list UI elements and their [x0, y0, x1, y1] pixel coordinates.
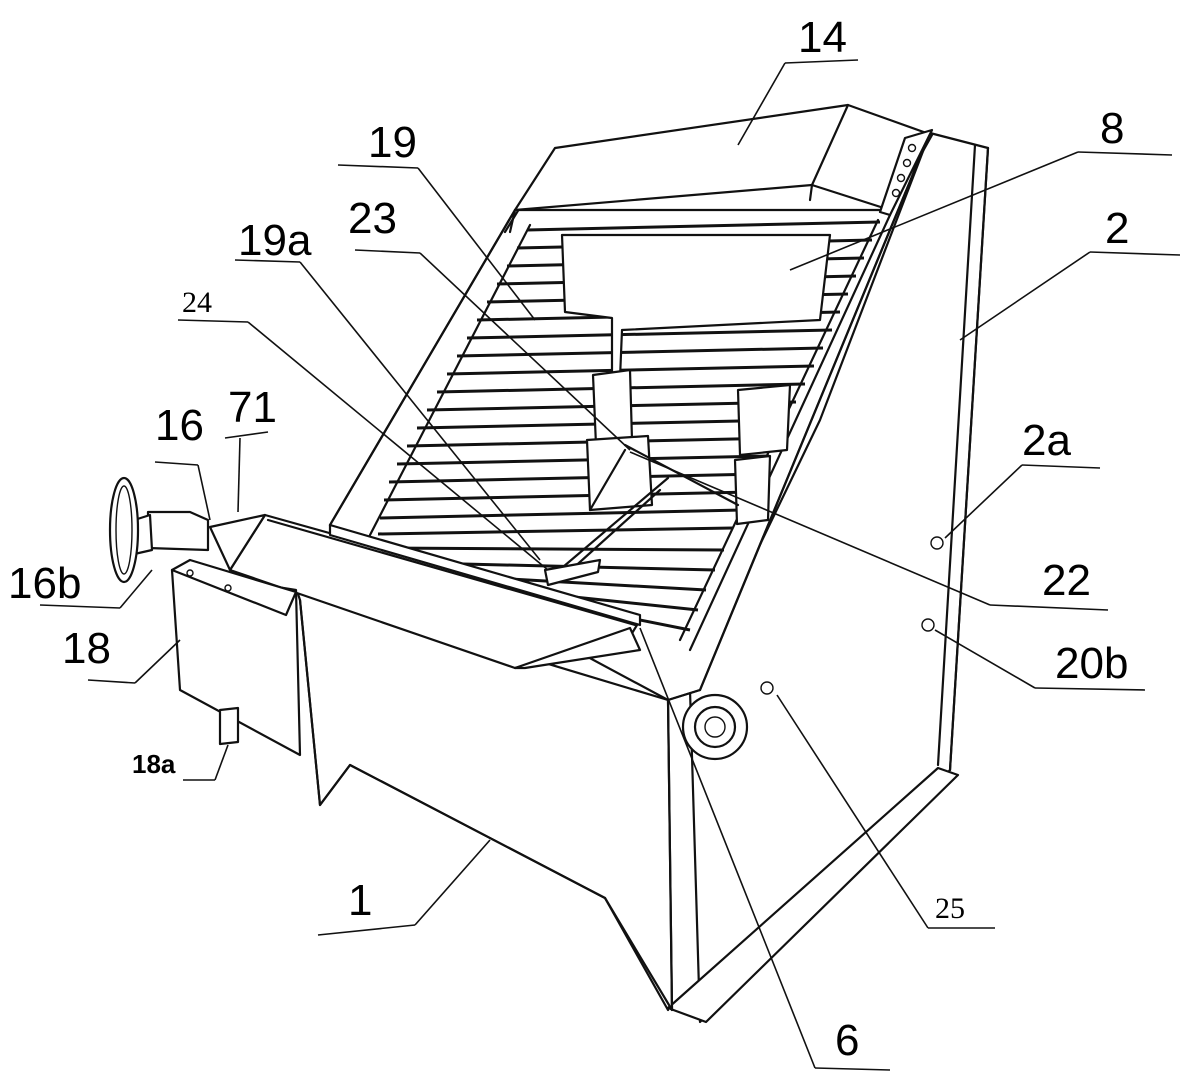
label-16b: 16b	[8, 559, 81, 608]
label-14: 14	[798, 13, 847, 62]
motor-6	[681, 693, 749, 761]
drain-18a	[218, 706, 240, 746]
trough-71	[208, 513, 642, 670]
label-6: 6	[835, 1016, 859, 1065]
label-18: 18	[62, 624, 111, 673]
label-19: 19	[368, 118, 417, 167]
hole-20b	[921, 618, 935, 632]
label-20b: 20b	[1055, 639, 1128, 688]
rake-mechanism	[543, 233, 832, 587]
label-16: 16	[155, 401, 204, 450]
label-2a: 2a	[1022, 416, 1071, 465]
label-18a: 18a	[132, 749, 176, 779]
base-flange	[666, 766, 960, 1024]
label-25: 25	[935, 892, 965, 925]
label-2: 2	[1105, 204, 1129, 253]
hole-2a	[930, 536, 944, 550]
label-71: 71	[228, 383, 277, 432]
label-24: 24	[182, 286, 212, 319]
label-19a: 19a	[238, 216, 312, 265]
label-23: 23	[348, 194, 397, 243]
leader-lines	[39, 59, 1181, 1071]
hole-25	[760, 681, 774, 695]
reference-labels: 14 19 8 23 19a 2 24 71 16 2a 16b 22 18 2…	[8, 13, 1129, 1065]
tank-body-1	[294, 586, 674, 1012]
label-8: 8	[1100, 104, 1124, 153]
handwheel-16b	[108, 476, 140, 584]
label-1: 1	[348, 876, 372, 925]
box-18	[170, 558, 302, 757]
shaft-16	[108, 476, 210, 584]
top-hood-14	[508, 103, 934, 234]
label-22: 22	[1042, 556, 1091, 605]
